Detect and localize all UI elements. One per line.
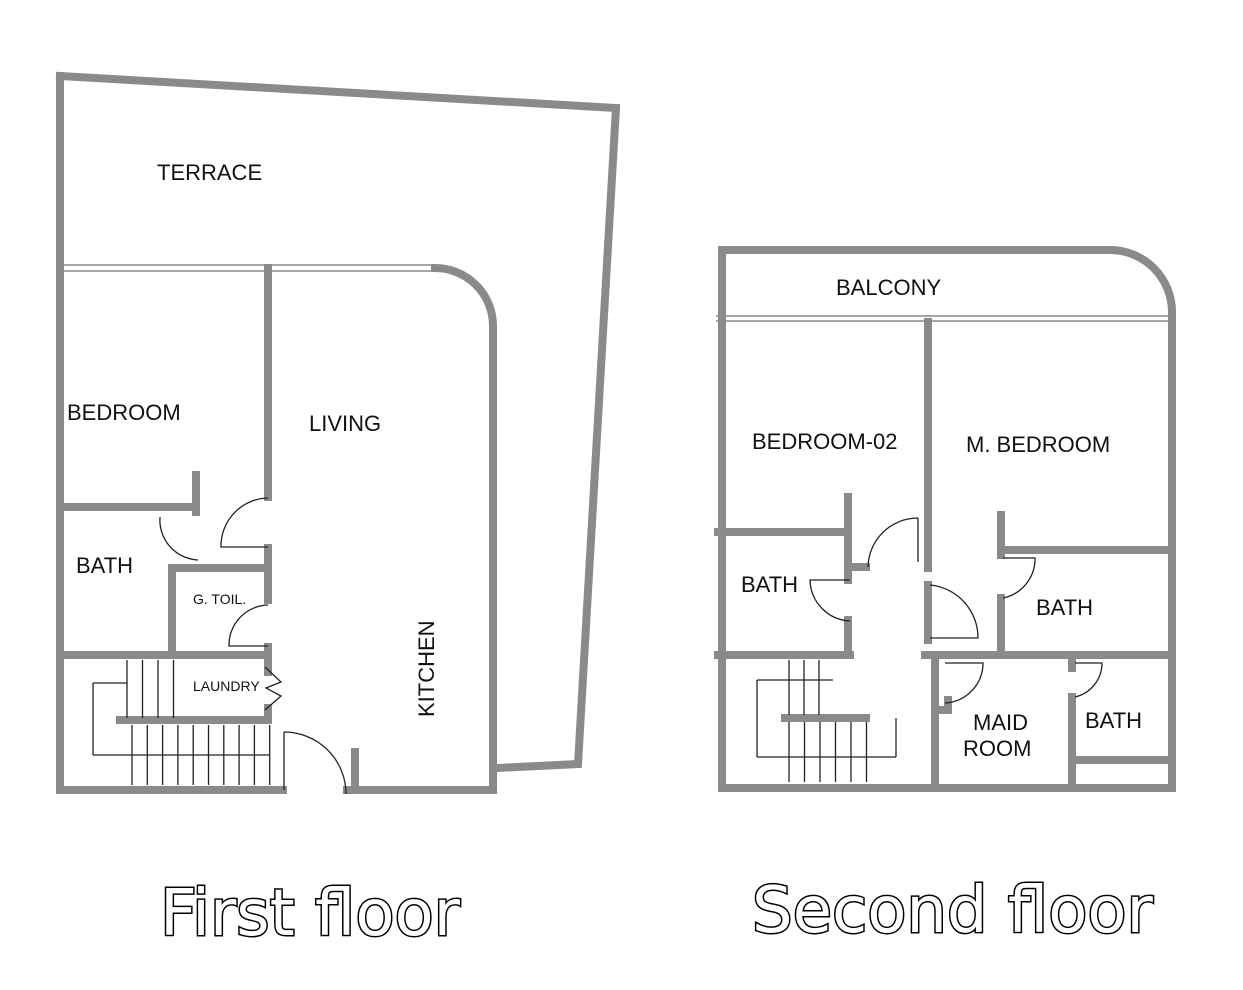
terrace-outline — [55, 71, 621, 773]
door-entrance — [283, 731, 347, 795]
room-label-maid-room: MAID — [973, 710, 1028, 735]
first-floor-outer-walls — [56, 72, 497, 794]
staircase — [92, 660, 271, 785]
room-label-bedroom-02: BEDROOM-02 — [752, 429, 897, 454]
room-label-laundry: LAUNDRY — [193, 678, 260, 694]
door-bath-right — [1002, 557, 1036, 599]
door-bath-left — [809, 579, 851, 622]
door-master-bedroom — [929, 584, 979, 639]
second-floor-plan: BALCONY BEDROOM-02 M. BEDROOM BATH BATH … — [714, 246, 1176, 792]
second-floor-outer-walls — [718, 246, 1176, 792]
first-floor-title: First floor — [160, 877, 461, 951]
door-g-toilet — [228, 604, 269, 647]
room-label-bedroom: BEDROOM — [67, 400, 181, 425]
room-label-master-bedroom: M. BEDROOM — [966, 432, 1110, 457]
room-label-balcony: BALCONY — [836, 275, 941, 300]
room-label-bath: BATH — [1036, 595, 1093, 620]
room-label-g-toilet: G. TOIL. — [193, 591, 246, 607]
door-laundry-folding — [264, 666, 283, 711]
first-floor-plan: TERRACE BEDROOM LIVING BATH G. TOIL. LAU… — [55, 71, 621, 795]
room-label-bath: BATH — [76, 553, 133, 578]
room-label-kitchen: KITCHEN — [414, 620, 439, 717]
room-label-bath: BATH — [1085, 708, 1142, 733]
staircase — [756, 660, 897, 782]
door-bath-maid — [1074, 662, 1103, 698]
interior-walls — [56, 264, 359, 794]
interior-walls — [714, 318, 1176, 792]
room-label-living: LIVING — [309, 411, 381, 436]
room-label-maid-room: ROOM — [963, 736, 1031, 761]
door-maid-room — [944, 662, 984, 704]
door-bath — [159, 516, 199, 561]
second-floor-title: Second floor — [752, 874, 1154, 948]
room-label-bath: BATH — [741, 572, 798, 597]
room-label-terrace: TERRACE — [157, 160, 262, 185]
door-living — [220, 497, 269, 548]
door-bedroom-02 — [867, 517, 919, 568]
